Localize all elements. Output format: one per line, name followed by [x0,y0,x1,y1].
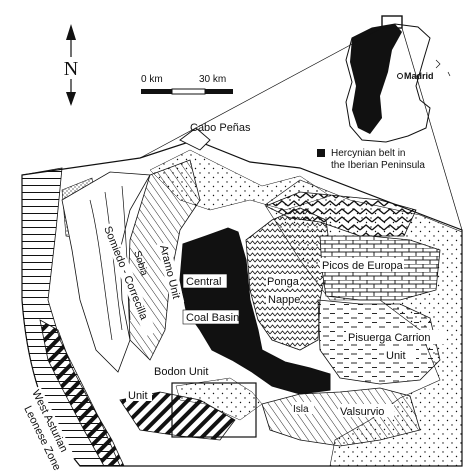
madrid-label: Madrid [404,71,434,81]
label-picos-de-europa: Picos de Europa [322,260,404,272]
label-pisuerga-carrion: Pisuerga Carrion [348,332,431,344]
label-cabo-penas: Cabo Peñas [190,122,251,134]
label-valsurvio: Valsurvio [340,406,384,418]
label-coal-basin: Coal Basin [186,312,239,324]
scale-bar: 0 km 30 km [141,74,233,95]
scale-start-label: 0 km [141,74,163,85]
label-central: Central [186,276,221,288]
north-label: N [64,58,78,80]
north-arrow: N [61,24,81,106]
label-ponga: Ponga [267,276,300,288]
leader-line-right [401,27,463,231]
label-pisuerga-unit: Unit [386,350,406,362]
label-isla: Isla [293,404,309,415]
inset-legend: Hercynian belt in the Iberian Peninsula [317,148,425,171]
label-bodon-unit: Bodon Unit [154,366,208,378]
iberia-inset: Madrid [345,15,451,143]
main-map [21,127,463,467]
scale-end-label: 30 km [199,74,226,85]
legend-line-2: the Iberian Peninsula [331,160,425,171]
label-unit: Unit [128,390,148,402]
study-area-box [171,382,257,438]
legend-line-1: Hercynian belt in [331,148,405,159]
leader-line-left [139,27,383,159]
label-nappe: Nappe [268,294,300,306]
